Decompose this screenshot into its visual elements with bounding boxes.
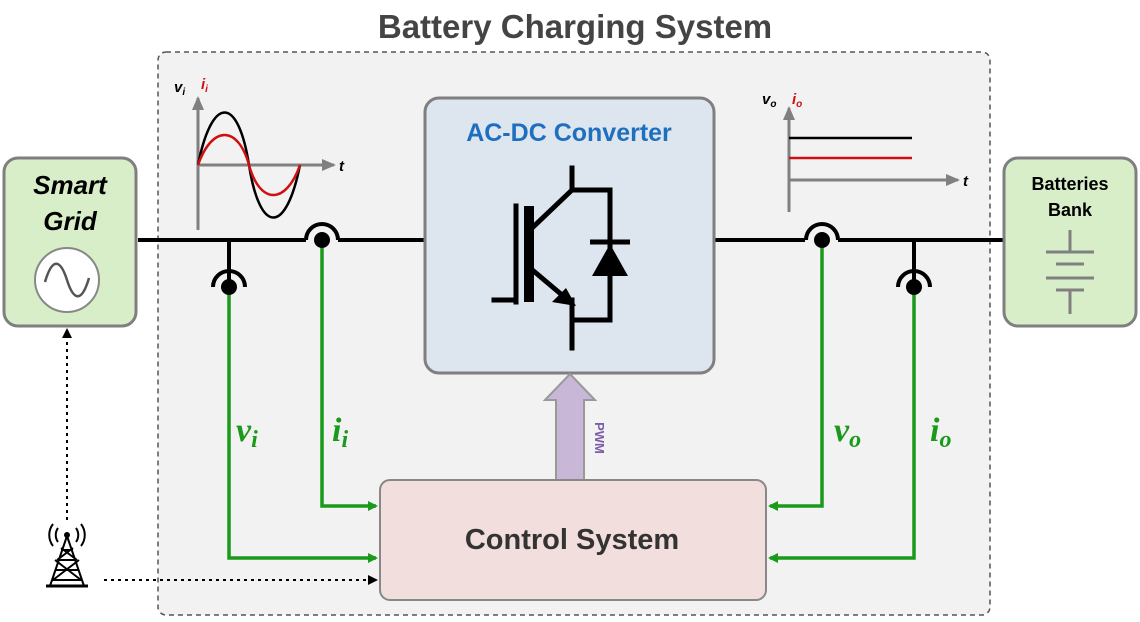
input-voltage-sensor bbox=[211, 240, 247, 295]
signal-vo-label: vo bbox=[834, 412, 861, 453]
signal-vi-label: vi bbox=[236, 412, 258, 453]
sensing-lines bbox=[227, 248, 916, 563]
smart-grid-label-line1: Smart bbox=[33, 170, 108, 200]
control-system-box: Control System bbox=[379, 479, 767, 601]
diode-icon bbox=[592, 244, 628, 276]
input-waveform: vi ii t bbox=[174, 76, 345, 230]
converter-box: AC-DC Converter bbox=[423, 96, 716, 375]
input-current-wave bbox=[196, 133, 302, 197]
control-system-label: Control System bbox=[465, 524, 679, 556]
signal-io-label: io bbox=[930, 412, 951, 453]
smart-grid-box: Smart Grid bbox=[2, 156, 138, 328]
output-t-axis-label: t bbox=[963, 173, 969, 190]
pwm-label: PWM bbox=[592, 422, 607, 454]
smart-grid-label-line2: Grid bbox=[43, 206, 98, 236]
battery-icon bbox=[1046, 230, 1094, 314]
diagram-title: Battery Charging System bbox=[378, 8, 772, 45]
converter-label: AC-DC Converter bbox=[466, 119, 672, 147]
input-t-axis-label: t bbox=[339, 158, 345, 175]
communication-links bbox=[62, 328, 378, 585]
output-v-axis-label: vo bbox=[762, 91, 776, 110]
signal-ii-label: ii bbox=[332, 412, 348, 453]
output-waveform: vo io t bbox=[762, 91, 969, 212]
input-v-axis-label: vi bbox=[174, 79, 185, 98]
input-i-axis-label: ii bbox=[201, 76, 208, 95]
radio-tower-icon bbox=[46, 523, 88, 588]
igbt-gate-bar bbox=[524, 206, 534, 302]
pwm-arrow: PWM bbox=[542, 372, 607, 495]
output-voltage-sensor bbox=[896, 240, 932, 295]
input-current-sensor bbox=[304, 222, 340, 248]
batteries-bank-box: Batteries Bank bbox=[1002, 156, 1138, 328]
output-current-sensor bbox=[804, 222, 840, 248]
batteries-label-line2: Bank bbox=[1048, 200, 1093, 220]
batteries-label-line1: Batteries bbox=[1031, 174, 1108, 194]
igbt-emitter-arrow-icon bbox=[552, 288, 576, 306]
output-i-axis-label: io bbox=[792, 91, 802, 110]
